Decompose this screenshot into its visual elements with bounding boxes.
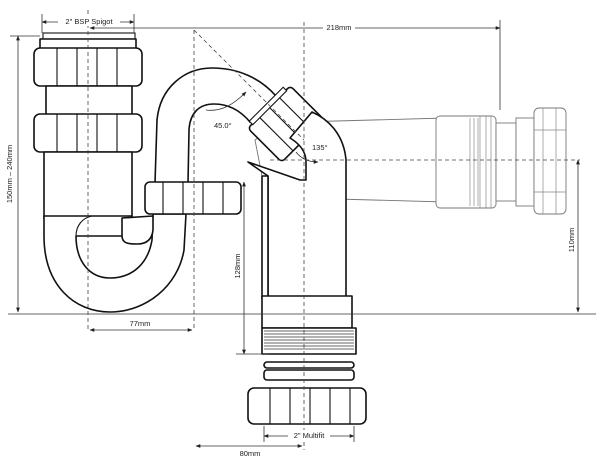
multifit-label: 2" Multifit xyxy=(294,431,326,440)
middle-coupling-nut xyxy=(144,181,242,215)
angle-45-label: 45.0° xyxy=(214,121,232,130)
multifit-nut xyxy=(247,387,367,425)
dimension-labels: 2" BSP Spigot 218mm 150mm – 240mm 45.0° … xyxy=(5,16,576,458)
height-110-label: 110mm xyxy=(567,228,576,252)
lower-u-bend xyxy=(43,213,187,313)
offset-80-label: 80mm xyxy=(240,449,261,458)
height-range-label: 150mm – 240mm xyxy=(5,145,14,203)
centerlines xyxy=(87,10,580,450)
height-128-label: 128mm xyxy=(233,253,242,278)
width-218-label: 218mm xyxy=(326,23,351,32)
angled-swivel-nut xyxy=(248,86,324,162)
angle-135-label: 135° xyxy=(312,143,328,152)
offset-77-label: 77mm xyxy=(130,319,151,328)
outlet-elbow xyxy=(247,111,357,355)
multifit-seal-ring xyxy=(263,361,355,381)
spigot-label: 2" BSP Spigot xyxy=(65,17,113,26)
